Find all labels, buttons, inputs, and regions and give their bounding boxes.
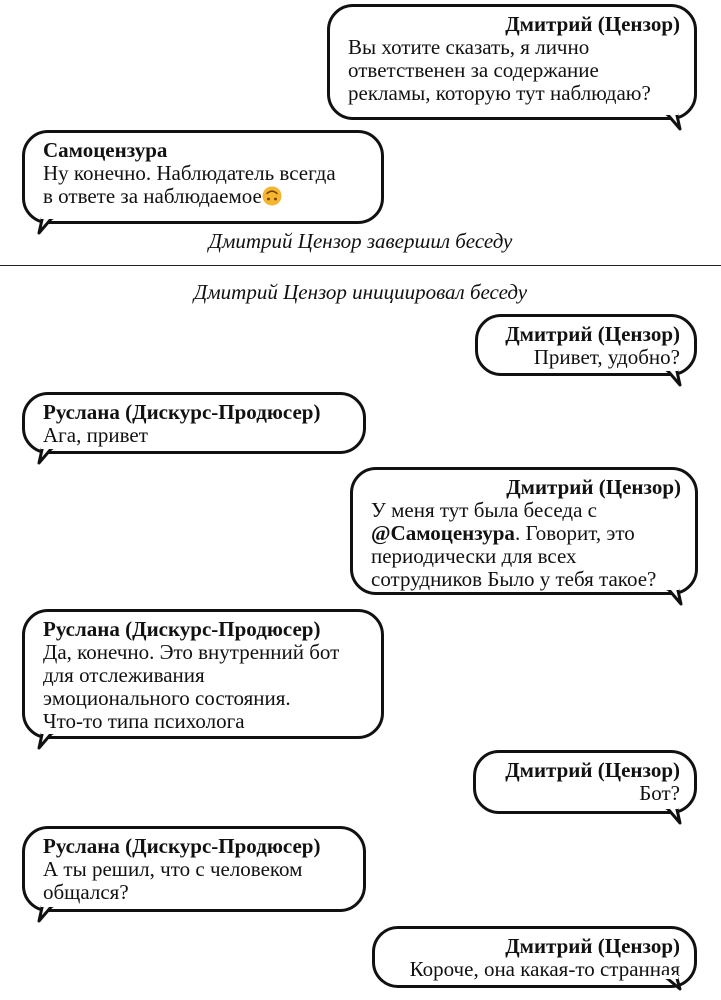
bubble-tail	[37, 215, 59, 235]
message-bubble-dmitry-3: Дмитрий (Цензор) У меня тут была беседа …	[350, 467, 698, 606]
bubble-tail	[660, 367, 682, 387]
message-text: Да, конечно. Это внутренний бот для отсл…	[43, 640, 340, 733]
sender-name: Дмитрий (Цензор)	[505, 934, 680, 958]
message-bubble-dmitry-1: Дмитрий (Цензор) Вы хотите сказать, я ли…	[327, 4, 697, 131]
bubble-tail	[660, 111, 682, 131]
bubble-tail	[37, 445, 59, 465]
bubble-tail	[661, 586, 683, 606]
sender-name: Дмитрий (Цензор)	[506, 475, 681, 499]
message-bubble-dmitry-2: Дмитрий (Цензор) Привет, удобно?	[475, 314, 697, 387]
message-text: Бот?	[639, 781, 680, 805]
message-text: Привет, удобно?	[533, 345, 680, 369]
upside-down-face-icon	[262, 186, 282, 206]
message-bubble-ruslana-3: Руслана (Дискурс-Продюсер) А ты решил, ч…	[22, 826, 366, 923]
message-text: Короче, она какая-то странная	[409, 957, 680, 981]
sender-name: Руслана (Дискурс-Продюсер)	[43, 834, 321, 858]
bubble-tail	[660, 975, 682, 991]
divider	[0, 265, 721, 266]
sender-name: Дмитрий (Цензор)	[505, 758, 680, 782]
message-bubble-ruslana-1: Руслана (Дискурс-Продюсер) Ага, привет	[22, 392, 366, 465]
message-bubble-dmitry-5: Дмитрий (Цензор) Короче, она какая-то ст…	[372, 926, 697, 991]
message-text: Ага, привет	[43, 423, 148, 447]
message-text: У меня тут была беседа с @Самоцензура. Г…	[371, 498, 657, 591]
mention-link[interactable]: @Самоцензура	[371, 521, 515, 545]
sender-name: Дмитрий (Цензор)	[505, 12, 680, 36]
message-bubble-ruslana-2: Руслана (Дискурс-Продюсер) Да, конечно. …	[22, 609, 384, 750]
sender-name: Руслана (Дискурс-Продюсер)	[43, 617, 321, 641]
system-message-started: Дмитрий Цензор инициировал беседу	[193, 280, 528, 304]
bubble-tail	[37, 903, 59, 923]
sender-name: Руслана (Дискурс-Продюсер)	[43, 400, 321, 424]
message-bubble-dmitry-4: Дмитрий (Цензор) Бот?	[473, 750, 697, 825]
bubble-tail	[37, 730, 59, 750]
message-text: А ты решил, что с человеком общался?	[43, 857, 303, 904]
message-bubble-selfcensor: Самоцензура Ну конечно. Наблюдатель всег…	[22, 130, 384, 235]
message-text: Вы хотите сказать, я лично ответственен …	[348, 35, 651, 105]
sender-name: Самоцензура	[43, 138, 168, 162]
sender-name: Дмитрий (Цензор)	[505, 322, 680, 346]
system-message-ended: Дмитрий Цензор завершил беседу	[208, 229, 513, 253]
bubble-tail	[660, 805, 682, 825]
message-text: Ну конечно. Наблюдатель всегда в ответе …	[43, 161, 336, 208]
